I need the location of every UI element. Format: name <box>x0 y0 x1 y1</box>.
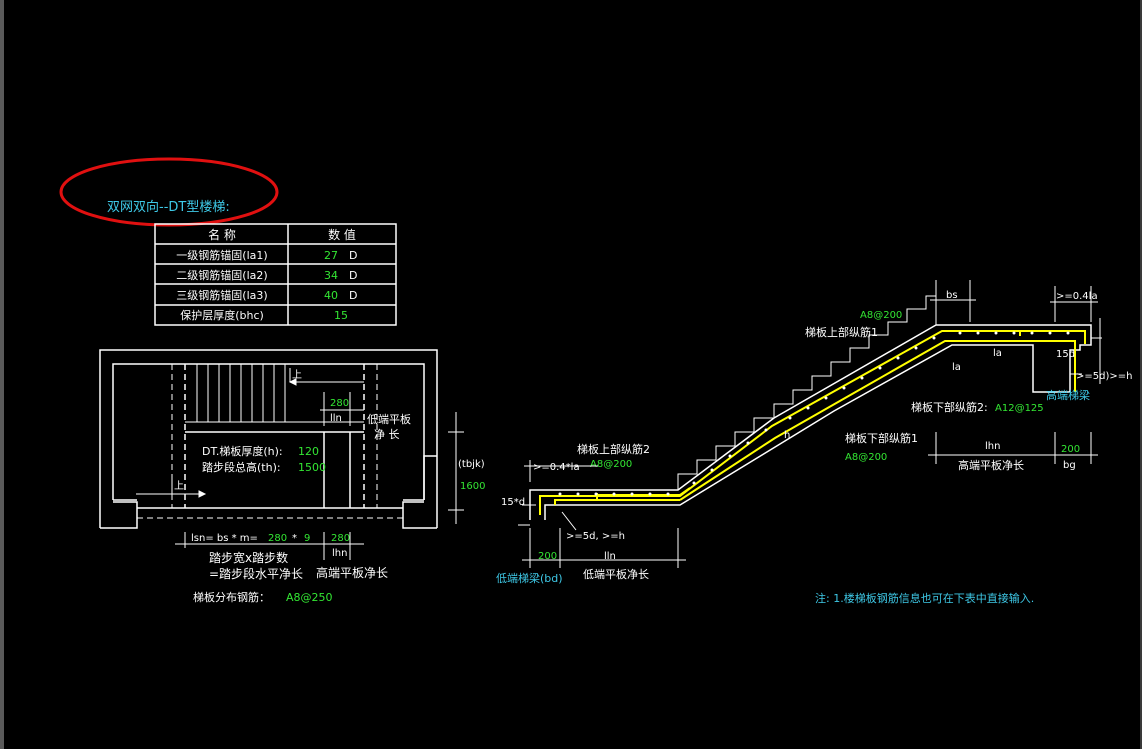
section-top-dims <box>930 280 1102 384</box>
stair-section-outline <box>529 324 1092 520</box>
plan-steps <box>196 364 286 422</box>
section-dim-04la-left: >=0.4*la <box>533 462 580 473</box>
section-dim-bs: bs <box>946 290 958 301</box>
table-row-unit: D <box>349 289 357 302</box>
table-header-name: 名 称 <box>208 227 236 242</box>
section-upper-bar-2: 梯板上部纵筋2 <box>577 442 650 456</box>
section-right-bottom-dims <box>928 432 1098 464</box>
plan-low-end-label-1: 低端平板 <box>367 412 411 426</box>
section-dim-bg: bg <box>1063 460 1076 471</box>
plan-1600-label[interactable]: 1600 <box>460 481 485 492</box>
table-header-value: 数 值 <box>328 227 356 242</box>
plan-thickness-value[interactable]: 120 <box>298 445 319 458</box>
section-dim-04la-top: >=0.4la <box>1056 291 1098 302</box>
section-upper-bar-1: 梯板上部纵筋1 <box>805 325 878 339</box>
section-rebar-dots <box>558 331 1070 496</box>
footnote: 注: 1.楼梯板钢筋信息也可在下表中直接输入. <box>815 591 1034 605</box>
plan-tbjk-label: (tbjk) <box>458 459 485 470</box>
section-dim-200-right: 200 <box>1061 444 1080 455</box>
plan-lsn-prefix: lsn= bs * m= <box>191 533 258 544</box>
plan-arrow-top <box>288 368 364 386</box>
section-high-plate-len: 高端平板净长 <box>958 458 1024 472</box>
table-row-unit: D <box>349 249 357 262</box>
section-lower-bar-2-value: A12@125 <box>995 403 1044 414</box>
plan-dim-lln-label: lln <box>330 413 342 424</box>
plan-dim-lhn: lhn <box>332 548 347 559</box>
plan-lsn-star: * <box>292 533 297 544</box>
section-dim-5d-left: >=5d, >=h <box>566 531 625 542</box>
section-dim-lhn: lhn <box>985 441 1000 452</box>
plan-low-end-label-2: 净 长 <box>374 427 400 441</box>
section-low-beam: 低端梯梁(bd) <box>496 571 563 585</box>
plan-formula-line2: =踏步段水平净长 <box>209 566 303 581</box>
table-row-value[interactable]: 27 <box>324 249 338 262</box>
table-row-value[interactable]: 15 <box>334 309 348 322</box>
table-row-name: 三级钢筋锚固(la3) <box>176 288 267 302</box>
plan-arrow-bottom <box>136 480 207 498</box>
section-a8-200-mid: A8@200 <box>845 452 887 463</box>
table-row-unit: D <box>349 269 357 282</box>
table-row-name: 一级钢筋锚固(la1) <box>176 248 267 262</box>
plan-lsn-m[interactable]: 9 <box>304 533 310 544</box>
section-la-1: la <box>993 348 1002 359</box>
plan-dist-label: 梯板分布钢筋： <box>193 590 270 604</box>
plan-high-end-label: 高端平板净长 <box>316 565 388 580</box>
section-la-2: la <box>952 362 961 373</box>
section-left-dims <box>518 460 686 568</box>
section-high-beam: 高端梯梁 <box>1046 388 1090 402</box>
plan-dim-280 <box>320 392 364 426</box>
plan-up-label-bottom: 上 <box>174 480 184 492</box>
parameter-table <box>154 223 397 326</box>
section-dim-200-left: 200 <box>538 551 557 562</box>
section-dim-15d-right: 15d <box>1056 349 1075 360</box>
highlight-ellipse <box>59 157 279 227</box>
section-rebar <box>539 330 1086 515</box>
plan-dist-value[interactable]: A8@250 <box>286 591 333 604</box>
section-dim-lln: lln <box>604 551 616 562</box>
table-row-value[interactable]: 40 <box>324 289 338 302</box>
section-a8-200-left: A8@200 <box>590 459 632 470</box>
plan-dim-280-label: 280 <box>330 398 349 409</box>
table-row-value[interactable]: 34 <box>324 269 338 282</box>
plan-dim-tbjk <box>448 412 464 524</box>
section-dim-15d-left: 15*d <box>501 497 525 508</box>
table-row-name: 二级钢筋锚固(la2) <box>176 268 267 282</box>
stair-type-title: 双网双向--DT型楼梯: <box>107 199 230 215</box>
section-h-mark: h <box>784 430 790 441</box>
stair-plan-view <box>99 349 438 529</box>
section-lower-bar-2: 梯板下部纵筋2: <box>911 400 988 414</box>
section-steps <box>677 295 937 490</box>
viewport-right-border <box>1140 0 1142 749</box>
section-low-plate-len: 低端平板净长 <box>583 567 649 581</box>
viewport-left-border <box>0 0 4 749</box>
plan-bottom-dims <box>175 532 364 560</box>
section-lower-bar-1: 梯板下部纵筋1 <box>845 431 918 445</box>
plan-formula-line1: 踏步宽x踏步数 <box>209 550 288 565</box>
plan-dim-280-b: 280 <box>331 533 350 544</box>
plan-thickness-label: DT.梯板厚度(h): <box>202 444 283 458</box>
table-row-name: 保护层厚度(bhc) <box>180 308 264 322</box>
section-dim-5d-right: >=5d)>=h <box>1076 371 1132 382</box>
plan-height-label: 踏步段总高(th): <box>202 460 281 474</box>
plan-up-label-top: 上 <box>292 369 302 381</box>
plan-height-value[interactable]: 1500 <box>298 461 326 474</box>
section-a8-200-top: A8@200 <box>860 310 902 321</box>
plan-lsn-bs[interactable]: 280 <box>268 533 287 544</box>
